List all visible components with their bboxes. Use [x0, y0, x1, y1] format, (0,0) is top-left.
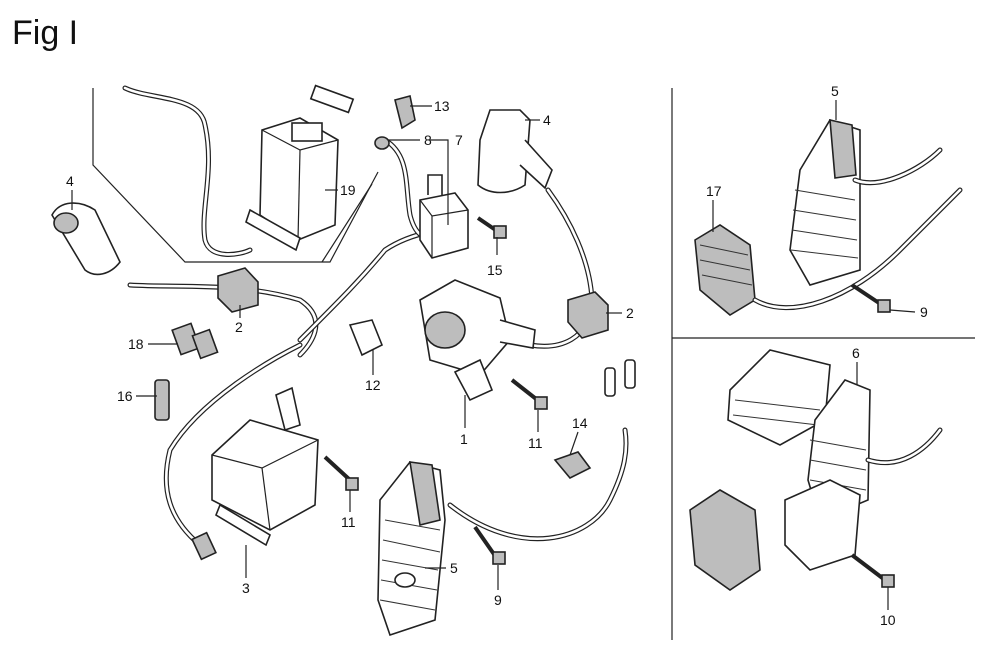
callout-18: 18 [128, 336, 144, 352]
grommet-2-left [217, 267, 259, 313]
callout-6: 6 [852, 345, 860, 361]
ignition-coil-top [245, 117, 339, 252]
bolt-10 [850, 553, 895, 588]
callout-2: 2 [235, 319, 243, 335]
callout-16: 16 [117, 388, 133, 404]
callout-2: 2 [626, 305, 634, 321]
figure-title: Fig I [12, 14, 79, 52]
callout-13: 13 [434, 98, 450, 114]
connector-plug [604, 359, 636, 397]
callout-12: 12 [365, 377, 381, 393]
callout-4: 4 [543, 112, 551, 128]
callout-5: 5 [450, 560, 458, 576]
bolt-9-center [473, 525, 506, 565]
callout-1: 1 [460, 431, 468, 447]
callout-11: 11 [341, 514, 356, 530]
callout-11: 11 [528, 435, 543, 451]
callout-14: 14 [572, 415, 588, 431]
callout-10: 10 [880, 612, 896, 628]
clamp-18 [171, 322, 219, 360]
wire-harness [122, 85, 629, 548]
bolt-9-top-right [850, 283, 891, 313]
callout-7: 7 [455, 132, 463, 148]
control-module-7 [419, 174, 469, 259]
clip-14 [553, 451, 592, 479]
terminal-16 [154, 379, 170, 421]
callout-19: 19 [340, 182, 356, 198]
clip-12 [348, 319, 384, 357]
group-bracket-inner [321, 183, 373, 263]
bolt-15 [476, 216, 507, 239]
pulser-assembly-1 [419, 279, 536, 402]
ignition-coil-bottom [191, 386, 319, 561]
coil-assembly-6 [689, 349, 943, 591]
callout-8: 8 [424, 132, 432, 148]
bolt-11-lower [323, 455, 359, 491]
grommet-2-right [567, 291, 609, 339]
callout-5: 5 [831, 83, 839, 99]
callout-9: 9 [920, 304, 928, 320]
spark-plug-cap-left [51, 202, 121, 276]
charge-coil-center [377, 461, 446, 637]
group-bracket [92, 88, 379, 263]
callout-17: 17 [706, 183, 722, 199]
charge-coil-top-right [789, 118, 943, 286]
callout-9: 9 [494, 592, 502, 608]
regulator-17 [694, 187, 963, 316]
leader-lines [71, 100, 916, 610]
callout-15: 15 [487, 262, 503, 278]
spark-plug-cap-right [477, 109, 553, 194]
callout-4: 4 [66, 173, 74, 189]
callout-3: 3 [242, 580, 250, 596]
connector-8 [309, 84, 390, 150]
bolt-11-upper [510, 378, 548, 410]
wire-clip-13 [394, 95, 416, 130]
